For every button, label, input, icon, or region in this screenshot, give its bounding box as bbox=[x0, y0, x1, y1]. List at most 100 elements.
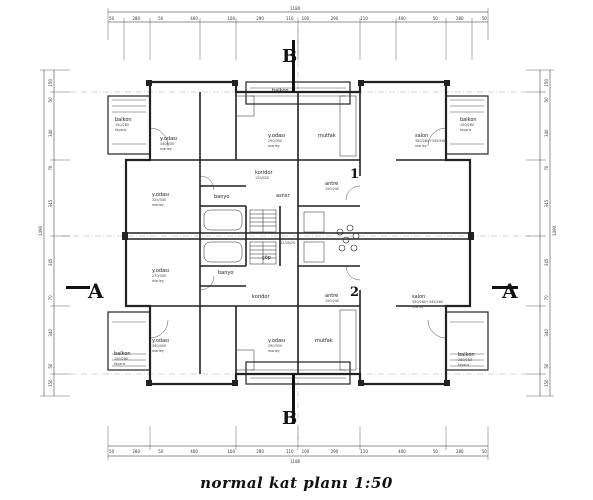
dimension-value: 50 bbox=[482, 16, 488, 21]
room-label: balkon bbox=[460, 117, 477, 123]
dimension-value: 110 bbox=[286, 449, 294, 454]
room-size: 290/350 bbox=[268, 344, 282, 348]
room-label: çöp bbox=[262, 255, 271, 261]
dimension-value: 400 bbox=[190, 449, 198, 454]
room-size: 325/345 bbox=[152, 198, 166, 202]
room-floor: marley bbox=[152, 349, 164, 353]
section-line-b-bottom bbox=[292, 374, 295, 424]
dimension-value: 50 bbox=[48, 97, 53, 103]
room-floor: marley bbox=[415, 144, 427, 148]
dimension-value: 290 bbox=[256, 449, 264, 454]
room-label: koridor bbox=[252, 294, 270, 300]
dimension-value: 70 bbox=[48, 295, 53, 301]
room-size: 340/400 bbox=[152, 344, 166, 348]
dimension-value: 70 bbox=[48, 165, 53, 171]
unit-number-2: 2 bbox=[350, 285, 359, 300]
room-floor: marley bbox=[412, 305, 424, 309]
dimension-value: 345 bbox=[544, 199, 549, 207]
dimension-value: 50 bbox=[48, 363, 53, 369]
dimension-value: 290 bbox=[331, 449, 339, 454]
section-line-a-right bbox=[492, 286, 518, 289]
room-size: 120/420 bbox=[255, 176, 269, 180]
dimension-value: 290 bbox=[331, 16, 339, 21]
dimension-value: 50 bbox=[109, 449, 115, 454]
dimension-top-overall: 1180 bbox=[290, 6, 301, 11]
room-label: koridor bbox=[255, 170, 273, 176]
dimension-bottom-overall: 1180 bbox=[290, 459, 301, 464]
dimension-value: 50 bbox=[158, 16, 164, 21]
room-label: salon bbox=[415, 133, 428, 139]
room-label: y.odası bbox=[152, 338, 169, 344]
room-label: asnsr bbox=[276, 193, 290, 199]
dimension-value: 100 bbox=[227, 449, 235, 454]
room-floor: marley bbox=[268, 349, 280, 353]
stair-spec: 12/35/25 bbox=[280, 241, 295, 245]
dimension-value: 280 bbox=[456, 16, 464, 21]
dimension-value: 50 bbox=[482, 449, 488, 454]
room-label: balkon bbox=[272, 88, 289, 94]
room-size: 150/240 bbox=[325, 187, 339, 191]
dimension-value: 340 bbox=[48, 329, 53, 337]
room-size: 150/240 bbox=[325, 299, 339, 303]
dimension-value: 400 bbox=[398, 449, 406, 454]
dimension-value: 70 bbox=[544, 295, 549, 301]
dimension-value: 340 bbox=[544, 329, 549, 337]
dimension-value: 50 bbox=[433, 16, 439, 21]
room-floor: fayans bbox=[460, 128, 472, 132]
room-floor: marley bbox=[268, 144, 280, 148]
room-label: balkon bbox=[115, 117, 132, 123]
plan-caption: normal kat planı 1:50 bbox=[200, 474, 393, 492]
dimension-value: 110 bbox=[360, 16, 368, 21]
room-label: y.odası bbox=[160, 136, 177, 142]
room-size: 350/280+345/460 bbox=[415, 139, 446, 143]
dimension-value: 345 bbox=[48, 199, 53, 207]
room-floor: marley bbox=[160, 147, 172, 151]
dimension-value: 150 bbox=[48, 79, 53, 87]
dimension-value: 70 bbox=[544, 165, 549, 171]
dimension-value: 110 bbox=[360, 449, 368, 454]
room-label: banyo bbox=[218, 270, 233, 276]
dimension-value: 340 bbox=[48, 129, 53, 137]
room-size: 340/400 bbox=[160, 142, 174, 146]
dimension-value: 345 bbox=[544, 258, 549, 266]
section-label-a-left: A bbox=[87, 279, 104, 303]
unit-number-1: 1 bbox=[350, 167, 359, 182]
room-label: mutfak bbox=[318, 133, 336, 139]
dimension-value: 150 bbox=[544, 79, 549, 87]
dimension-value: 100 bbox=[227, 16, 235, 21]
room-label: balkon bbox=[114, 351, 131, 357]
dimension-value: 340 bbox=[544, 129, 549, 137]
dimension-value: 100 bbox=[302, 16, 310, 21]
section-label-b-top: B bbox=[282, 46, 297, 67]
section-label-b-bottom: B bbox=[282, 408, 297, 429]
room-label: salon bbox=[412, 294, 425, 300]
room-label: y.odası bbox=[268, 133, 285, 139]
dimension-value: 100 bbox=[302, 449, 310, 454]
room-floor: fayans bbox=[115, 128, 127, 132]
room-floor: fayans bbox=[114, 362, 126, 366]
dimension-value: 50 bbox=[544, 363, 549, 369]
dimension-value: 280 bbox=[456, 449, 464, 454]
room-size: 280/150 bbox=[458, 358, 472, 362]
dimension-value: 50 bbox=[433, 449, 439, 454]
section-label-a-right: A bbox=[501, 279, 518, 303]
room-floor: fayans bbox=[458, 363, 470, 367]
dimension-value: 150 bbox=[544, 379, 549, 387]
dimension-value: 290 bbox=[256, 16, 264, 21]
room-size: 290/350 bbox=[268, 139, 282, 143]
room-label: mutfak bbox=[315, 338, 333, 344]
room-label: y.odası bbox=[152, 192, 169, 198]
section-line-b-top bbox=[292, 40, 295, 92]
dimension-value: 280 bbox=[132, 16, 140, 21]
room-label: antre bbox=[325, 181, 338, 187]
dimension-value: 345 bbox=[48, 258, 53, 266]
dimension-value: 50 bbox=[158, 449, 164, 454]
room-label: banyo bbox=[214, 194, 229, 200]
room-size: 150/280 bbox=[114, 357, 128, 361]
room-label: y.odası bbox=[268, 338, 285, 344]
